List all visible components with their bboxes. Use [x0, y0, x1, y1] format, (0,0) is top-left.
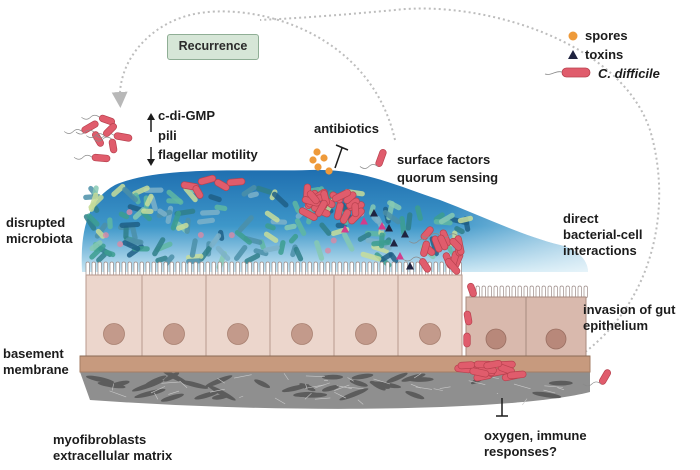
label-basement-line1: basement	[3, 346, 64, 361]
legend-spore-icon	[568, 31, 578, 41]
label-myofibroblasts: myofibroblasts extracellular matrix	[53, 432, 172, 464]
label-surface-factors: surface factors	[397, 152, 491, 167]
legend-glyphs	[544, 31, 591, 78]
label-direct-interactions: direct bacterial-cell interactions	[563, 211, 643, 259]
label-c-di-gmp: c-di-GMP	[158, 108, 216, 123]
label-antibiotics: antibiotics	[314, 121, 380, 136]
legend-toxin-icon	[568, 50, 578, 59]
label-myo-line2: extracellular matrix	[53, 448, 173, 463]
label-myo-line1: myofibroblasts	[53, 432, 147, 447]
label-basement-line2: membrane	[3, 362, 69, 377]
spore-markers	[309, 148, 333, 175]
recurrence-box: Recurrence	[167, 34, 259, 60]
label-disrupted-line2: microbiota	[6, 231, 73, 246]
label-pili: pili	[158, 128, 177, 143]
label-oxygen-line1: oxygen, immune	[484, 428, 587, 443]
c-difficile-cells	[63, 114, 612, 387]
label-oxygen-immune: oxygen, immune responses?	[484, 428, 587, 460]
label-direct-line2: bacterial-cell	[563, 227, 643, 242]
label-quorum-sensing: quorum sensing	[397, 170, 499, 185]
label-disrupted-microbiota: disrupted microbiota	[6, 215, 72, 247]
label-direct-line3: interactions	[563, 243, 637, 258]
label-invasion: invasion of gut epithelium	[583, 302, 675, 334]
label-disrupted-line1: disrupted	[6, 215, 66, 230]
oxygen-inhibition	[496, 398, 508, 417]
label-invasion-line1: invasion of gut	[583, 302, 676, 317]
epithelial-cells	[85, 274, 587, 357]
antibiotics-inhibition	[334, 144, 349, 169]
label-flagellar-motility: flagellar motility	[158, 147, 258, 162]
label-oxygen-line2: responses?	[484, 444, 557, 459]
legend-cdiff-icon	[561, 67, 591, 78]
legend-toxins-label: toxins	[585, 47, 624, 62]
label-direct-line1: direct	[563, 211, 599, 226]
regulation-arrows	[147, 113, 155, 166]
label-invasion-line2: epithelium	[583, 318, 649, 333]
legend-cdiff-label: C. difficile	[598, 66, 660, 81]
legend-spores-label: spores	[585, 28, 628, 43]
recurrence-loop-right	[259, 7, 661, 396]
label-basement-membrane: basement membrane	[3, 346, 69, 378]
